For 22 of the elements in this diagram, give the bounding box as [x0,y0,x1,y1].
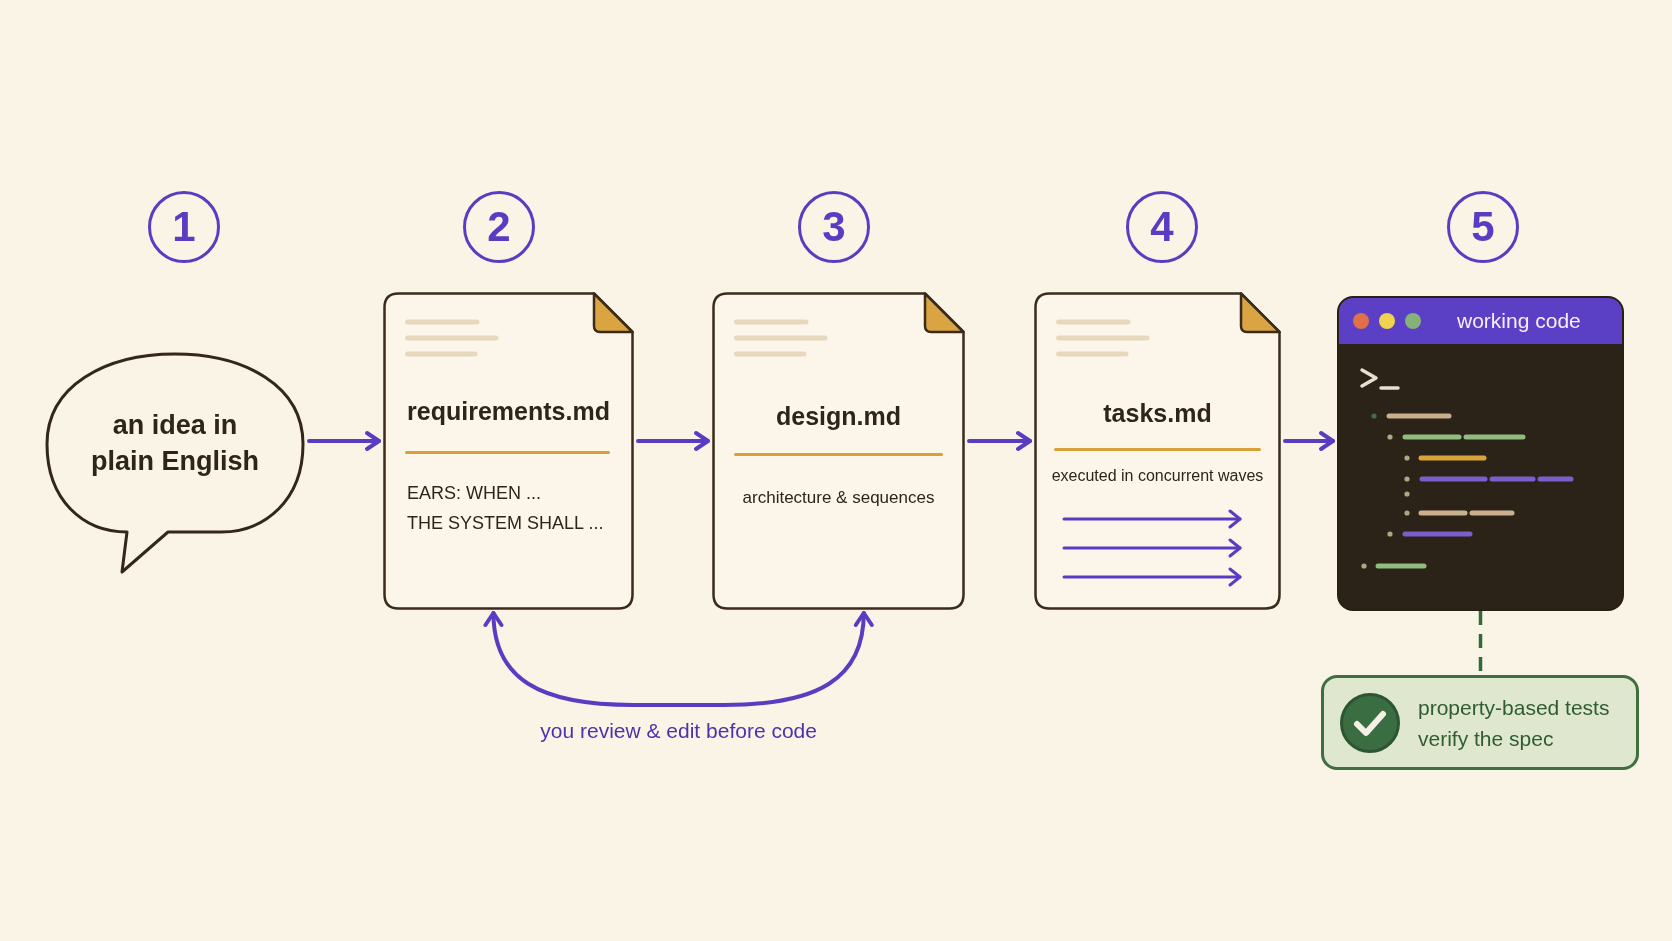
file-name: tasks.md [1103,398,1212,429]
file-name: requirements.md [407,396,610,427]
curved-arrow [484,611,874,707]
window-title: working code [1457,308,1581,334]
step-number: 2 [463,191,535,263]
bubble-text: an idea in plain English [90,409,260,478]
arrow [967,431,1032,451]
callout-box [1321,675,1639,770]
step-number: 5 [1447,191,1519,263]
description-text: executed in concurrent waves [1051,466,1264,486]
terminal-window [1337,296,1624,611]
description-text: architecture & sequences [742,487,935,509]
description-text: THE SYSTEM SHALL ... [407,512,604,535]
callout-text: property-based tests verify the spec [1418,694,1611,752]
step-number: 1 [148,191,220,263]
description-text: EARS: WHEN ... [407,482,541,505]
arrow [1283,431,1335,451]
arrow [307,431,381,451]
step-number: 4 [1126,191,1198,263]
file-name: design.md [776,401,901,432]
step-number: 3 [798,191,870,263]
arrow [636,431,710,451]
